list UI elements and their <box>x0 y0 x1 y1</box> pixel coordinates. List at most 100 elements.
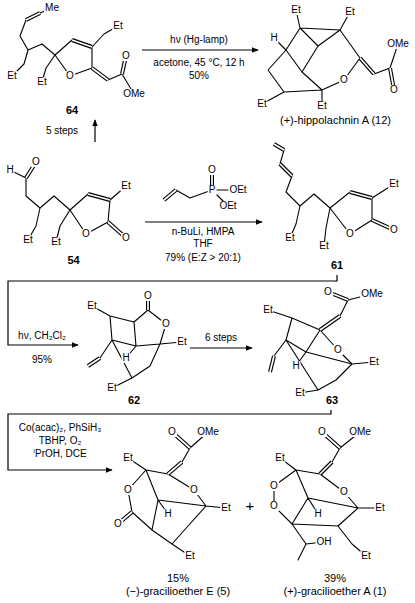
double-bond <box>274 144 394 230</box>
atom-label: O <box>65 71 75 81</box>
atom-label: O <box>323 287 333 297</box>
reaction-note: ⁱPrOH, DCE <box>32 449 87 459</box>
reaction-arrow <box>8 275 337 345</box>
atom-label: H <box>5 165 14 175</box>
atom-label: H <box>291 361 300 371</box>
atom-label: Et <box>6 71 17 81</box>
compound-label: 62 <box>127 394 141 408</box>
atom-label: Et <box>274 453 285 463</box>
atom-label: OMe <box>122 89 146 99</box>
atom-label: O <box>113 519 123 529</box>
atom-label: Et <box>256 99 267 109</box>
double-bond <box>26 162 126 238</box>
atom-label: O <box>389 225 399 235</box>
double-bond <box>164 170 212 200</box>
reaction-note: THF <box>192 239 213 249</box>
atom-label: H <box>163 509 172 519</box>
reaction-conditions: hν, CH₂Cl₂ <box>17 331 67 341</box>
double-bond <box>26 162 126 238</box>
atom-label: OMe <box>348 427 372 437</box>
reaction-note: + <box>245 498 256 513</box>
atom-label: O <box>121 51 131 61</box>
compound-node: 63 <box>252 286 412 410</box>
compound-node: (+)-hippolachnin A (12) <box>258 0 413 130</box>
reaction-note: 95% <box>31 355 53 365</box>
compound-label: 63 <box>325 394 339 408</box>
reaction-arrow <box>94 120 95 142</box>
double-bond <box>270 292 348 372</box>
reaction-note: acetone, 45 °C, 12 h <box>152 58 245 68</box>
atom-label: Et <box>176 337 187 347</box>
atom-label: Et <box>368 357 379 367</box>
atom-label: O <box>269 481 279 491</box>
atom-label: P <box>208 185 217 195</box>
compound-node: 61 <box>262 142 412 275</box>
atom-label: Et <box>122 453 133 463</box>
atom-label: Et <box>112 21 123 31</box>
compound-label: 64 <box>65 104 79 118</box>
double-bond <box>118 432 190 524</box>
atom-label: O <box>333 345 343 355</box>
atom-label: OH <box>316 537 333 547</box>
reaction-conditions: hν (Hg-lamp) <box>169 35 229 45</box>
bond-lines <box>274 432 380 560</box>
atom-label: Et <box>374 503 385 513</box>
atom-label: Et <box>86 301 97 311</box>
atom-label: O <box>207 165 217 175</box>
double-bond <box>26 13 126 80</box>
compound-label: 54 <box>66 254 80 268</box>
atom-label: O <box>317 427 327 437</box>
atom-label: Et <box>388 179 399 189</box>
bond-lines <box>12 8 134 94</box>
atom-label: Et <box>220 503 231 513</box>
reaction-arrow <box>8 410 331 470</box>
atom-label: O <box>339 75 349 85</box>
compound-node: 54 <box>2 142 145 270</box>
double-bond <box>118 432 190 524</box>
reaction-conditions: n-BuLi, HMPA <box>171 227 236 237</box>
atom-label: OEt <box>228 185 247 195</box>
bond-lines <box>10 170 126 242</box>
reaction-note: 50% <box>188 71 210 81</box>
compound-label: (+)-hippolachnin A (12) <box>279 114 392 128</box>
atom-label: Et <box>290 5 301 15</box>
compound-label: 61 <box>330 259 344 273</box>
atom-label: H <box>313 509 322 519</box>
atom-label: O <box>189 485 199 495</box>
reaction-arrow <box>145 221 262 222</box>
bond-lines <box>262 10 398 106</box>
reaction-conditions: 5 steps <box>45 126 79 136</box>
double-bond <box>274 144 394 230</box>
atom-label: Et <box>106 383 117 393</box>
reaction-note: TBHP, O₂ <box>38 436 83 446</box>
atom-label: O <box>161 319 171 329</box>
reaction-conditions: Co(acac)₂, PhSiH₃ <box>18 423 102 433</box>
atom-label: OMe <box>360 289 384 299</box>
atom-label: Me <box>44 3 60 13</box>
bond-lines <box>92 306 182 388</box>
atom-label: O <box>345 229 355 239</box>
double-bond <box>320 432 340 474</box>
atom-label: Et <box>184 551 195 561</box>
atom-label: OEt <box>218 201 237 211</box>
atom-label: O <box>121 233 131 243</box>
atom-label: O <box>339 487 349 497</box>
atom-label: OMe <box>196 427 220 437</box>
atom-label: Et <box>36 77 47 87</box>
bond-lines <box>268 294 374 393</box>
compound-label: (+)-gracilioether A (1) <box>282 585 387 599</box>
atom-label: Et <box>262 305 273 315</box>
double-bond <box>164 170 212 200</box>
atom-label: O <box>31 157 41 167</box>
compound-node: 39%(+)-gracilioether A (1) <box>258 418 412 601</box>
atom-label: O <box>389 85 399 95</box>
double-bond <box>26 13 126 80</box>
atom-label: Et <box>50 237 61 247</box>
atom-label: Et <box>360 551 371 561</box>
atom-label: H <box>121 353 130 363</box>
atom-label: Et <box>120 181 131 191</box>
atom-label: Et <box>316 101 327 111</box>
bond-lines <box>280 150 394 246</box>
